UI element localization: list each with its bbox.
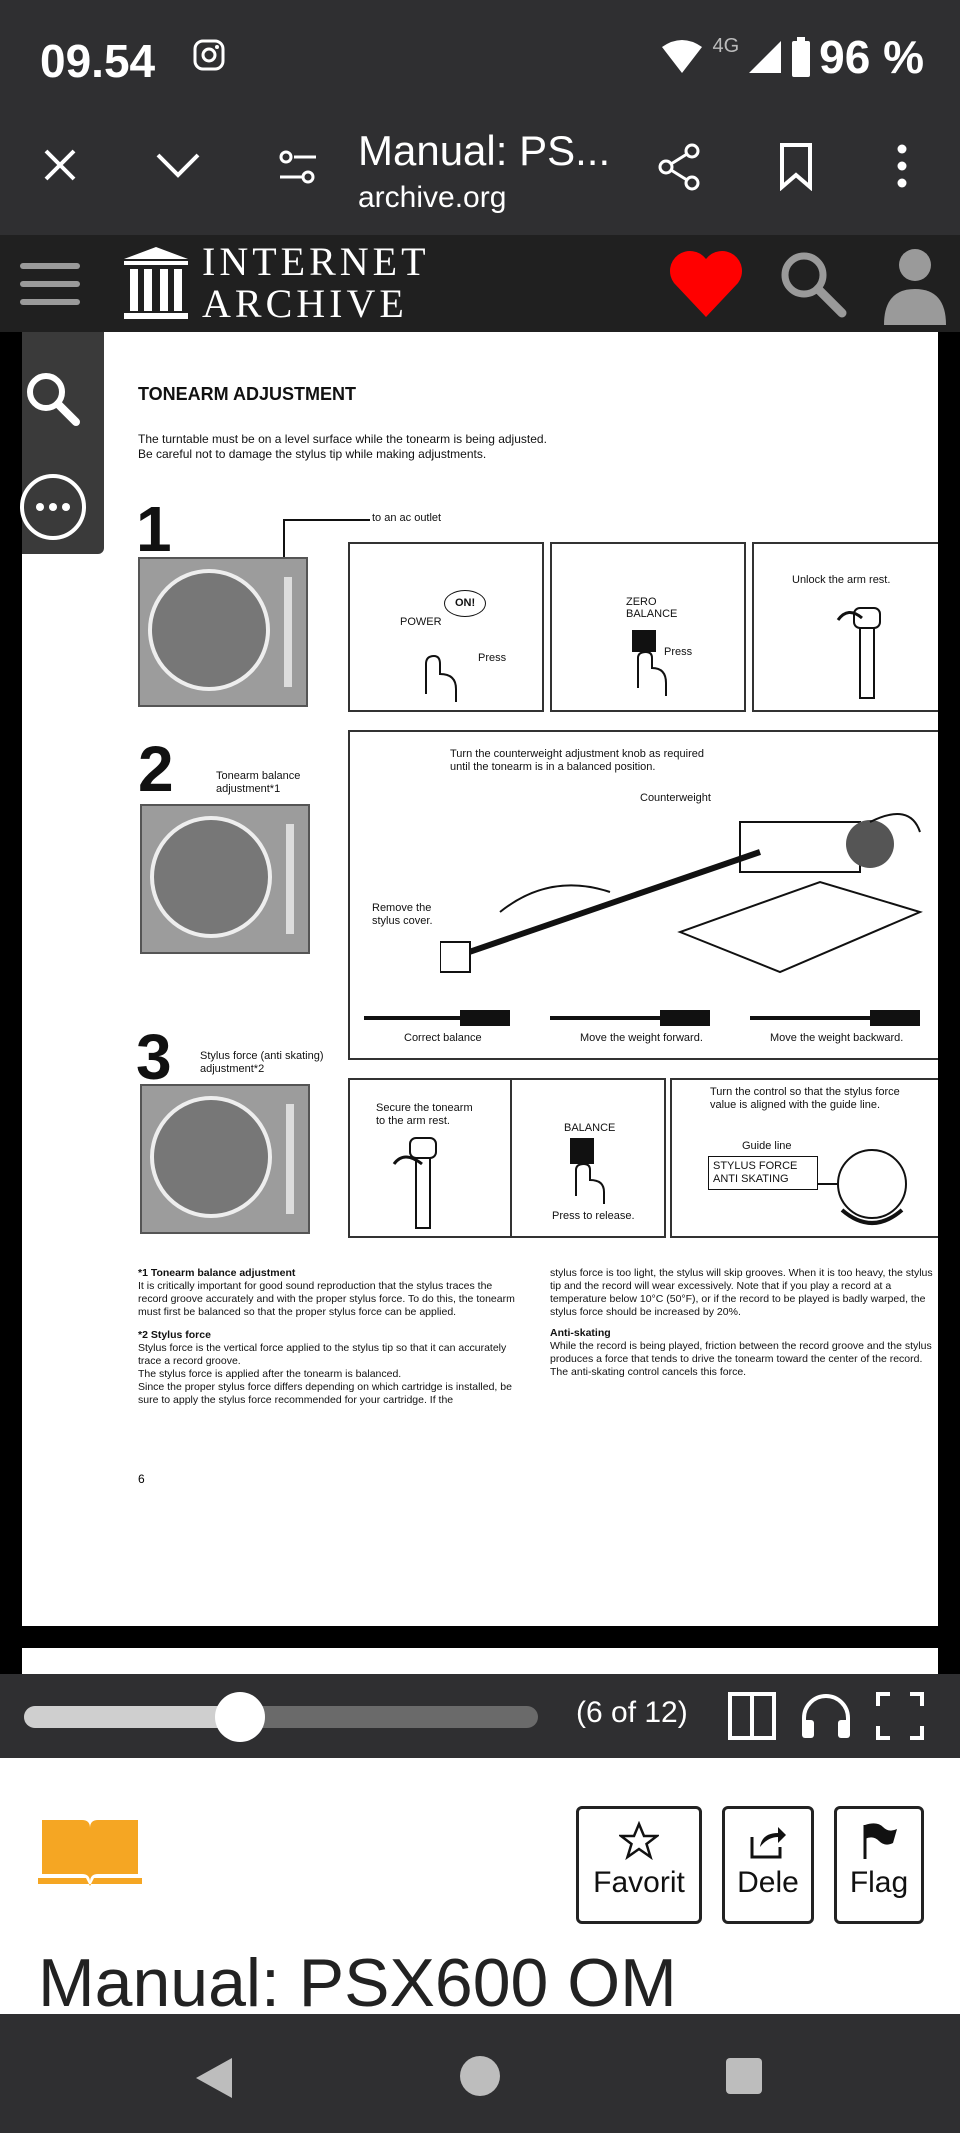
clock: 09.54 [40,35,156,87]
back-icon[interactable] [194,2056,234,2100]
finger-press-icon [425,654,457,702]
finger-press-icon [570,1138,605,1204]
logo-line2: ARCHIVE [202,281,408,326]
chevron-down-icon[interactable] [154,149,202,181]
counterweight-panel: Turn the counterweight adjustment knob a… [348,730,938,1060]
user-avatar-icon[interactable] [880,245,950,325]
power-panel: ON! POWER Press [348,542,544,712]
slider-thumb[interactable] [214,1692,265,1742]
more-vert-icon[interactable] [892,141,912,191]
headphones-icon[interactable] [800,1692,852,1740]
hamburger-menu-icon[interactable] [20,261,80,307]
battery-icon [792,37,811,77]
recents-icon[interactable] [724,2056,764,2096]
stylus-force-panel: Turn the control so that the stylus forc… [670,1078,938,1238]
book-viewer[interactable]: TONEARM ADJUSTMENT The turntable must be… [0,332,960,1674]
tonearm-illustration [440,813,923,974]
control-knob-icon [818,1149,907,1225]
outlet-label: to an ac outlet [372,512,442,524]
finger-press-icon [632,630,667,696]
heart-icon[interactable] [668,249,744,319]
signal-icon [749,41,782,73]
turntable-diagram [138,557,308,707]
manual-page: TONEARM ADJUSTMENT The turntable must be… [22,332,938,1626]
arm-rest-panel: Unlock the arm rest. [752,542,938,712]
zero-balance-panel: ZERO BALANCE Press [550,542,746,712]
page-number: 6 [138,1472,145,1486]
arm-rest-icon [836,607,881,699]
arm-rest-icon [392,1137,437,1229]
page-url[interactable]: archive.org [358,181,507,214]
share-button[interactable]: Dele [722,1806,814,1924]
balance-examples [364,1010,920,1026]
network-type: 4G [712,34,740,57]
share-arrow-icon [750,1827,786,1859]
search-inside-icon[interactable] [22,368,82,428]
item-title: Manual: PSX600 OM [38,1945,677,2021]
ia-header: INTERNET ARCHIVE [0,235,960,332]
step-number: 2 [138,733,174,805]
secure-arm-panel: Secure the tonearm to the arm rest. [348,1078,528,1238]
doc-heading: TONEARM ADJUSTMENT [138,384,357,404]
ia-logo-icon[interactable] [122,245,190,321]
two-page-view-icon[interactable] [728,1692,776,1740]
balance-release-panel: BALANCE Press to release. [510,1078,666,1238]
logo-line1: INTERNET [202,239,430,284]
power-cord-line [283,519,370,557]
step-number: 3 [136,1021,172,1093]
notes-left: *1 Tonearm balance adjustment It is crit… [138,1267,515,1406]
book-icon [38,1820,142,1886]
home-icon[interactable] [458,2054,502,2098]
ia-logo-text[interactable]: INTERNET ARCHIVE [202,241,430,325]
flag-button[interactable]: Flag [834,1806,924,1924]
page-scrubber: (6 of 12) [0,1674,960,1758]
battery-level: 96 % [819,31,924,83]
item-actions: Favorit Dele Flag Manual: PSX600 OM [0,1758,960,2021]
page-title[interactable]: Manual: PS... [358,127,611,174]
system-nav-bar [0,2014,960,2133]
flag-icon [863,1823,897,1859]
more-options-icon[interactable] [18,472,88,542]
fullscreen-icon[interactable] [876,1692,924,1740]
favorite-button[interactable]: Favorit [576,1806,702,1924]
doc-intro: The turntable must be on a level surface… [138,432,547,461]
close-icon[interactable] [40,145,80,185]
bookmark-icon[interactable] [776,141,816,191]
step-number: 1 [136,493,172,565]
search-icon[interactable] [778,249,848,319]
instagram-icon [193,39,225,71]
status-bar: 09.54 4G 96 % [0,0,960,115]
next-page [22,1648,938,1674]
page-slider[interactable] [24,1692,538,1742]
viewer-side-tools [20,332,104,554]
share-icon[interactable] [656,143,704,191]
notes-right: stylus force is too light, the stylus wi… [550,1267,933,1378]
browser-toolbar: Manual: PS... archive.org [0,115,960,235]
turntable-diagram [140,1084,310,1234]
wifi-icon [662,40,703,73]
site-settings-icon[interactable] [276,145,320,189]
turntable-diagram [140,804,310,954]
page-counter: (6 of 12) [576,1696,688,1729]
star-icon [617,1820,661,1861]
